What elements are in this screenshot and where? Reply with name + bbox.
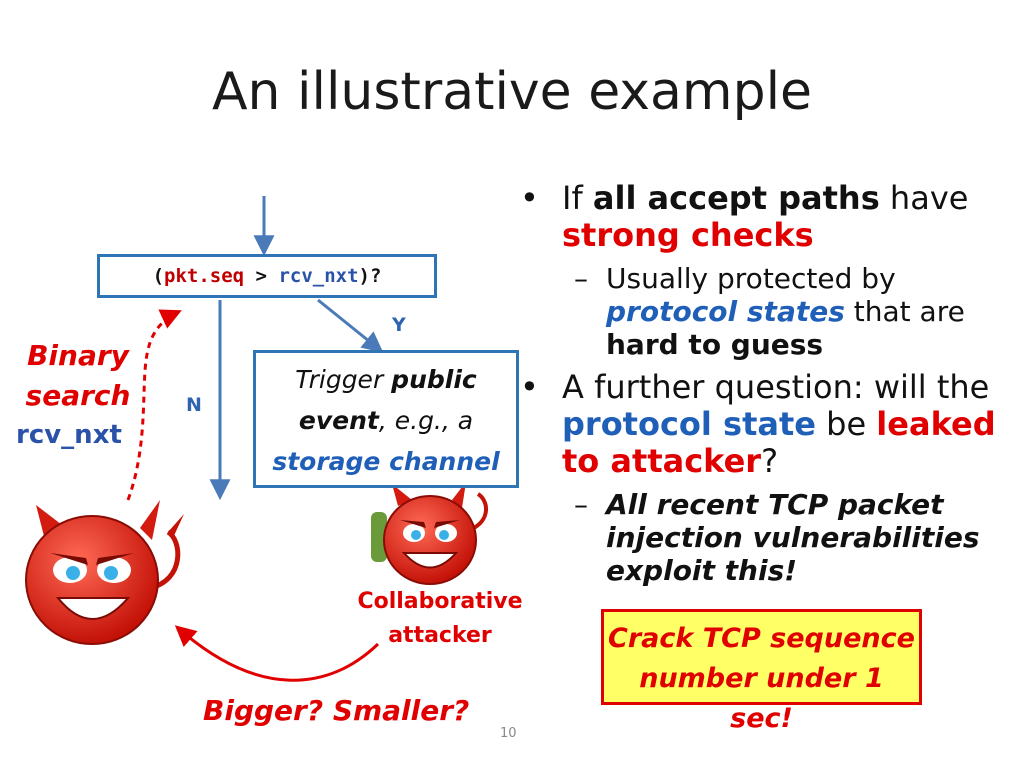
callout-line1: Crack TCP sequence xyxy=(608,623,915,654)
binary-search-arrow xyxy=(126,309,182,501)
bullet-1-sub-p3: that are xyxy=(844,295,965,328)
bullet-2: • A further question: will the protocol … xyxy=(520,369,1000,480)
binary-search-line1: Binary xyxy=(27,339,129,372)
condition-close: )? xyxy=(358,265,382,287)
bullet-dot-1: • xyxy=(520,179,539,217)
collab-line1: Collaborative xyxy=(357,589,523,614)
bullet-2-sub: – All recent TCP packet injection vulner… xyxy=(520,488,1000,587)
trigger-text-3: event xyxy=(298,406,379,435)
bullet-dash-1: – xyxy=(574,262,588,295)
condition-var-pkt-seq: pkt.seq xyxy=(164,265,245,287)
bullet-dot-2: • xyxy=(520,368,539,406)
bullet-2-sub-text: All recent TCP packet injection vulnerab… xyxy=(606,488,980,587)
trigger-text-4: , e.g., a xyxy=(378,406,474,435)
condition-open: ( xyxy=(152,265,165,287)
bullet-2-p5: ? xyxy=(761,442,779,480)
callout-line2: number under 1 sec! xyxy=(639,663,884,734)
trigger-text-5: storage channel xyxy=(272,447,500,476)
yes-label: Y xyxy=(392,314,406,336)
collab-line2: attacker xyxy=(388,623,492,648)
bigger-smaller-label: Bigger? Smaller? xyxy=(203,694,470,727)
binary-search-label: Binary search xyxy=(12,336,144,416)
condition-var-rcv-nxt: rcv_nxt xyxy=(278,265,359,287)
bullet-2-p2: protocol state xyxy=(562,405,816,443)
binary-search-line2: search xyxy=(25,379,131,412)
bullet-1-sub-p2: protocol states xyxy=(606,295,845,328)
bullet-1-sub: – Usually protected by protocol states t… xyxy=(520,262,1000,361)
bullet-2-p3: be xyxy=(815,405,877,443)
no-label: N xyxy=(186,394,202,416)
trigger-box: Trigger public event, e.g., a storage ch… xyxy=(253,350,519,488)
bullet-2-p4: leaked to attacker xyxy=(562,405,996,480)
bullet-1-p4: strong checks xyxy=(562,216,814,254)
trigger-text-1: Trigger xyxy=(295,365,392,394)
page-number: 10 xyxy=(500,726,517,741)
small-devil-icon xyxy=(371,482,488,585)
condition-box: (pkt.seq > rcv_nxt)? xyxy=(97,254,437,298)
large-devil-icon xyxy=(25,500,184,645)
bullet-1-p3: have xyxy=(879,179,969,217)
collaborative-attacker-label: Collaborative attacker xyxy=(340,585,540,653)
bullet-1-sub-p4: hard to guess xyxy=(606,328,824,361)
bullet-2-p1: A further question: will the xyxy=(562,368,990,406)
rcv-nxt-label: rcv_nxt xyxy=(16,420,122,450)
condition-operator: > xyxy=(244,265,279,287)
bullet-1-p1: If xyxy=(562,179,593,217)
bullet-1-p2: all accept paths xyxy=(592,179,880,217)
bullet-1: • If all accept paths have strong checks xyxy=(520,180,1000,254)
yes-arrow xyxy=(317,298,384,353)
slide-title: An illustrative example xyxy=(211,62,813,122)
bullet-dash-2: – xyxy=(574,488,588,521)
bullet-1-sub-p1: Usually protected by xyxy=(606,262,896,295)
bullet-list: • If all accept paths have strong checks… xyxy=(520,180,1000,595)
bigger-smaller-arrow xyxy=(174,625,380,682)
trigger-text-2: public xyxy=(391,365,477,394)
crack-tcp-callout: Crack TCP sequence number under 1 sec! xyxy=(601,609,922,734)
